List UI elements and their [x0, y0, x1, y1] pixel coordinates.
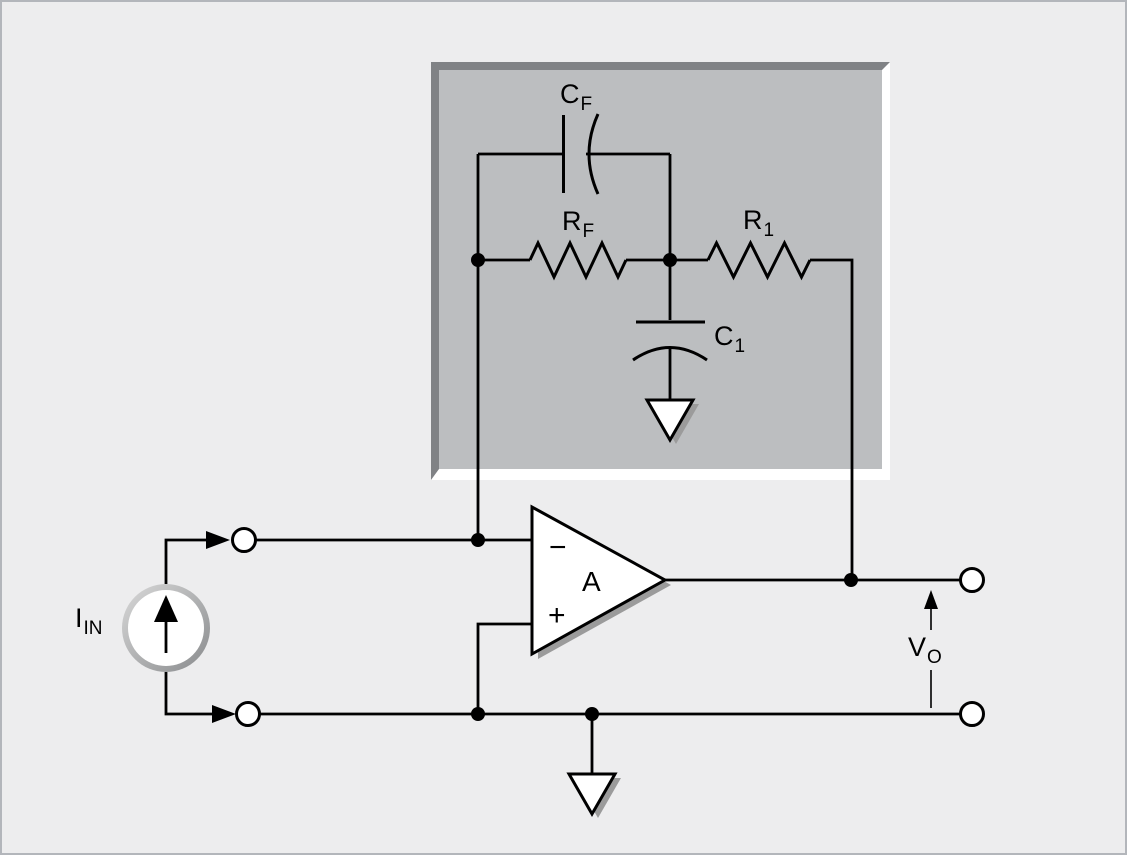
label-r1-sub: 1	[763, 220, 775, 241]
label-rf-base: R	[562, 206, 582, 236]
vo-arrow	[924, 590, 938, 708]
terminal-icon	[959, 567, 985, 593]
opamp-triangle	[530, 504, 669, 657]
capacitor-cf-symbol	[562, 113, 600, 195]
opamp	[530, 504, 671, 659]
resistor-r1-symbol	[706, 239, 812, 281]
label-iin-sub: IN	[83, 618, 103, 639]
junction-dot	[471, 707, 485, 721]
compensation-network-box	[431, 62, 890, 480]
junction-dot	[471, 533, 485, 547]
ground-icon	[566, 772, 621, 818]
junction-dot	[844, 573, 858, 587]
label-c1-sub: 1	[734, 336, 746, 357]
label-cf-sub: F	[580, 94, 593, 115]
ground-triangle	[566, 772, 618, 818]
terminal-icon	[235, 701, 261, 727]
label-iin: IIN	[75, 603, 103, 639]
opamp-inverting-sign: −	[549, 531, 567, 564]
label-vo-sub: O	[927, 647, 942, 668]
up-arrow-icon	[924, 590, 938, 609]
junction-dot	[663, 253, 677, 267]
label-r1: R1	[743, 205, 774, 241]
terminals	[231, 527, 985, 727]
capacitor-c1-symbol	[632, 320, 708, 362]
opamp-noninverting-sign: +	[548, 599, 566, 632]
terminal-icon	[231, 527, 257, 553]
label-r1-base: R	[743, 205, 763, 235]
label-vo: VO	[908, 632, 942, 668]
junction-dot	[471, 253, 485, 267]
label-cf: CF	[560, 79, 592, 115]
right-arrow-icon	[212, 705, 236, 723]
label-iin-base: I	[75, 603, 83, 633]
current-source-icon	[122, 584, 210, 672]
resistor-rf-symbol	[528, 239, 628, 281]
label-c1-base: C	[714, 321, 734, 351]
junctions	[471, 253, 858, 721]
terminal-icon	[959, 701, 985, 727]
right-arrow-icon	[206, 531, 230, 549]
junction-dot	[585, 707, 599, 721]
opamp-gain-label: A	[582, 566, 601, 597]
up-arrow-icon	[154, 595, 178, 622]
label-rf: RF	[562, 206, 594, 242]
label-cf-base: C	[560, 79, 580, 109]
label-c1: C1	[714, 321, 745, 357]
label-vo-base: V	[908, 632, 927, 662]
ground-icon	[644, 398, 699, 444]
label-rf-sub: F	[582, 221, 595, 242]
ground-triangle	[644, 398, 696, 444]
